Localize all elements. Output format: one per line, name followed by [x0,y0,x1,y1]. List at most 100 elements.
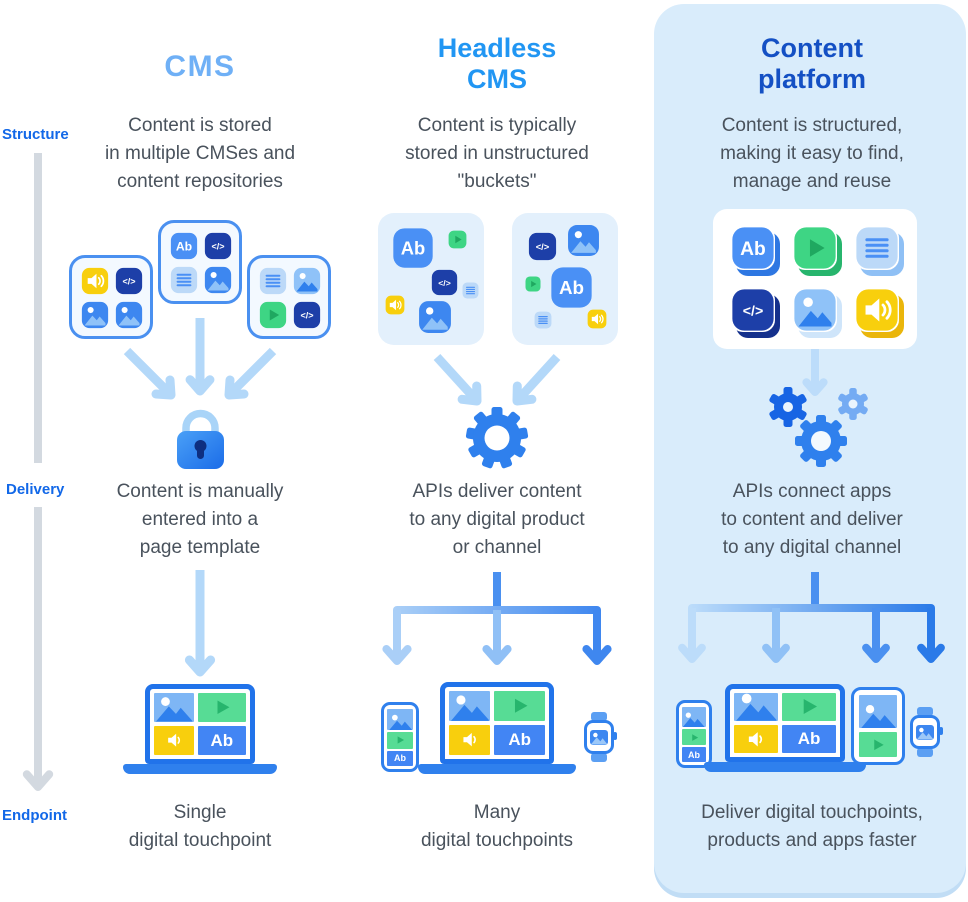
bucket-item [448,230,467,249]
headless-converge-arrows [433,353,561,406]
laptop-device: Ab [704,684,866,772]
content-repository-box: Ab</> [158,220,242,304]
gear-icon [465,407,529,469]
delivery-description-headless: APIs deliver content to any digital prod… [409,481,585,558]
delivery-description-cms: Content is manually entered into a page … [116,481,284,558]
bucket-item [587,309,607,329]
audio-icon [587,309,607,329]
laptop-screen: Ab [145,684,255,764]
audio-icon [856,289,898,331]
repository-cell [170,266,198,294]
svg-text:</>: </> [211,242,224,252]
lock-icon [177,409,224,469]
play-tile [682,729,706,746]
document-icon [170,266,198,294]
watch-strap [917,707,933,716]
image-icon [568,225,599,256]
bucket-item [525,276,541,292]
svg-text:Ab: Ab [559,277,584,298]
image-icon [81,301,109,329]
video-icon [794,227,836,269]
endpoint-label-platform: Deliver digital touchpoints, products an… [701,802,923,851]
play-tile [494,691,545,721]
watch-strap [591,712,607,721]
svg-text:</>: </> [438,278,451,288]
content-bucket: Ab </> [378,213,484,345]
svg-text:Ab: Ab [740,239,766,260]
svg-text:</>: </> [743,304,764,320]
watch-face [910,715,943,749]
repository-cell [81,267,109,295]
play-tile [387,732,413,749]
watch-device [584,712,617,762]
structure-description-platform: Content is structured, making it easy to… [720,115,904,192]
tablet-device [851,687,905,765]
video-icon [448,230,467,249]
laptop-screen: Ab [725,684,845,762]
bucket-item: Ab [392,227,434,269]
column-title-platform: Content platform [758,33,866,94]
repository-cell: </> [204,232,232,260]
image-icon [204,266,232,294]
audio-tile [734,725,779,753]
audio-icon [81,267,109,295]
phone-device: Ab [676,700,712,768]
code-icon: </> [732,289,774,331]
laptop-screen: Ab [440,682,554,764]
content-repository-box: </> [247,255,331,339]
watch-strap [591,753,607,762]
image-tile [449,691,491,721]
structure-description-cms: Content is stored in multiple CMSes and … [104,115,296,192]
bucket-item [418,300,452,334]
hub-item: Ab [731,226,775,270]
bucket-item: </> [528,232,557,261]
axis-label-structure: Structure [2,126,69,143]
hub-item [793,288,837,332]
platform-content-hub: Ab </> [713,209,917,349]
watch-strap [917,748,933,757]
repository-cell [259,267,287,295]
repository-cell [259,301,287,329]
text-content-tile: Ab [197,726,246,755]
image-tile [682,707,706,728]
bucket-item [534,311,552,329]
column-title-cms: CMS [164,50,236,83]
headless-branch-arrows [382,572,612,665]
video-icon [259,301,287,329]
delivery-description-platform: APIs connect apps to content and deliver… [721,481,903,558]
image-tile [387,709,413,731]
hub-item [855,288,899,332]
play-tile [197,693,246,722]
repository-cell: </> [115,267,143,295]
image-icon [115,301,143,329]
code-icon: </> [204,232,232,260]
hub-item [855,226,899,270]
structure-description-headless: Content is typically stored in unstructu… [405,115,589,192]
laptop-base [123,764,277,774]
text-content-icon: Ab [551,267,592,308]
laptop-base [418,764,576,774]
text-content-tile: Ab [494,725,545,755]
repository-cell [293,267,321,295]
document-icon [534,311,552,329]
axis-label-delivery: Delivery [6,481,65,498]
image-tile [734,693,779,721]
image-icon [293,267,321,295]
svg-text:Ab: Ab [401,238,425,259]
bucket-item [385,295,405,315]
repository-cell: </> [293,301,321,329]
laptop-device: Ab [418,682,576,774]
document-icon [462,282,479,299]
svg-text:</>: </> [300,311,313,321]
text-content-tile: Ab [782,725,836,753]
endpoint-label-cms: Single digital touchpoint [128,802,272,851]
code-icon: </> [431,269,458,296]
column-title-headless: Headless CMS [437,33,557,94]
watch-device [910,707,943,757]
image-icon [794,289,836,331]
code-icon: </> [293,301,321,329]
video-icon [525,276,541,292]
svg-text:</>: </> [122,277,135,287]
text-content-tile: Ab [682,747,706,762]
